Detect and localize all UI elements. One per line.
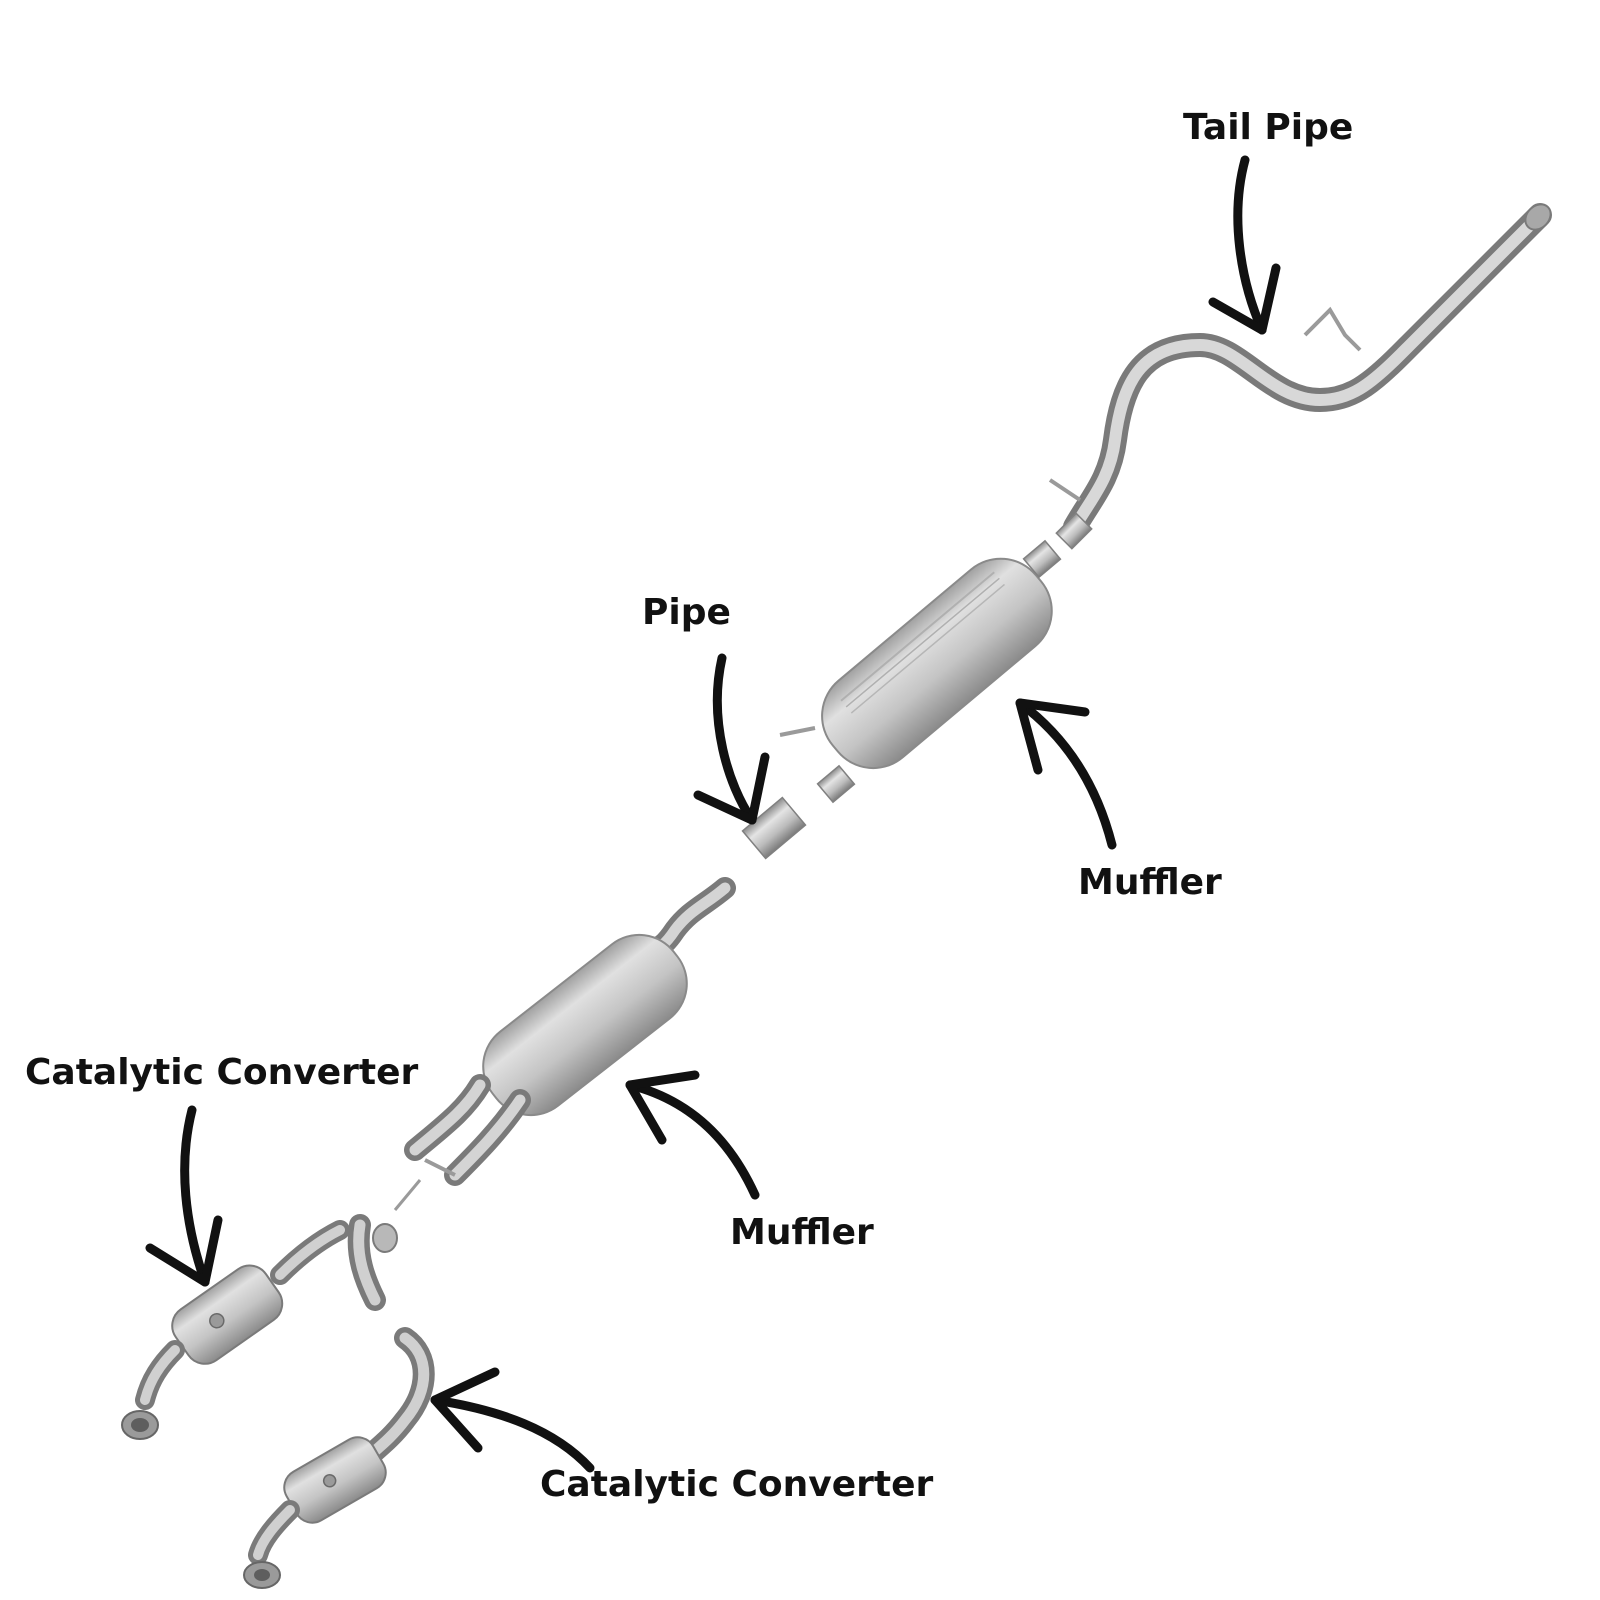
label-muffler-rear: Muffler bbox=[1078, 862, 1222, 903]
label-tail-pipe: Tail Pipe bbox=[1183, 107, 1354, 148]
arrow-pipe bbox=[693, 653, 770, 825]
catalytic-converter-right-part bbox=[243, 1327, 435, 1589]
label-pipe: Pipe bbox=[642, 592, 731, 633]
label-catalytic-converter-left: Catalytic Converter bbox=[25, 1052, 419, 1093]
tail-pipe-part bbox=[1048, 203, 1552, 550]
arrow-catalytic-converter-right bbox=[430, 1367, 595, 1473]
pipe-part bbox=[741, 796, 807, 860]
muffler-front-part bbox=[393, 877, 736, 1211]
label-catalytic-converter-right: Catalytic Converter bbox=[540, 1464, 934, 1505]
muffler-rear-part bbox=[779, 539, 1062, 804]
arrow-tail-pipe bbox=[1208, 155, 1281, 335]
label-muffler-front: Muffler bbox=[730, 1212, 874, 1253]
catalytic-converter-left-part bbox=[121, 1214, 398, 1440]
arrow-catalytic-converter-left bbox=[145, 1105, 223, 1287]
arrow-muffler-rear bbox=[1015, 698, 1117, 850]
arrow-muffler-front bbox=[625, 1070, 760, 1200]
